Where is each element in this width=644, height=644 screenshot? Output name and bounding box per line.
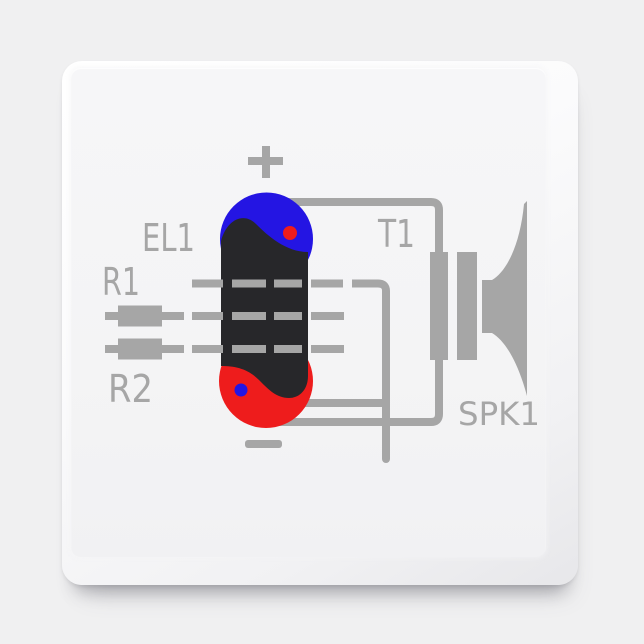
label-r2: R2 [108, 367, 153, 411]
labels: EL1 R1 R2 T1 SPK1 [102, 212, 540, 433]
label-r1: R1 [102, 260, 140, 304]
label-t1: T1 [377, 212, 415, 256]
label-el1: EL1 [142, 216, 195, 260]
label-spk1: SPK1 [458, 395, 540, 433]
transformer-t1-bar-left [430, 252, 448, 360]
wiring [245, 146, 527, 463]
resistor-r1-body [118, 305, 162, 327]
wire-lamp-to-transformer [280, 198, 443, 253]
plus-symbol [248, 146, 283, 178]
component-el1-lamp [219, 192, 313, 428]
wire-row1-tail [352, 279, 390, 450]
lamp-black-body [221, 218, 308, 398]
speaker-icon [482, 201, 527, 396]
resistor-r2-body [118, 338, 162, 360]
wire-transformer-return [278, 360, 443, 426]
minus-symbol [245, 440, 282, 448]
transformer-t1-bar-right [457, 252, 477, 360]
blue-dot [234, 383, 248, 397]
red-dot [283, 226, 297, 240]
dashed-rows [105, 279, 344, 360]
